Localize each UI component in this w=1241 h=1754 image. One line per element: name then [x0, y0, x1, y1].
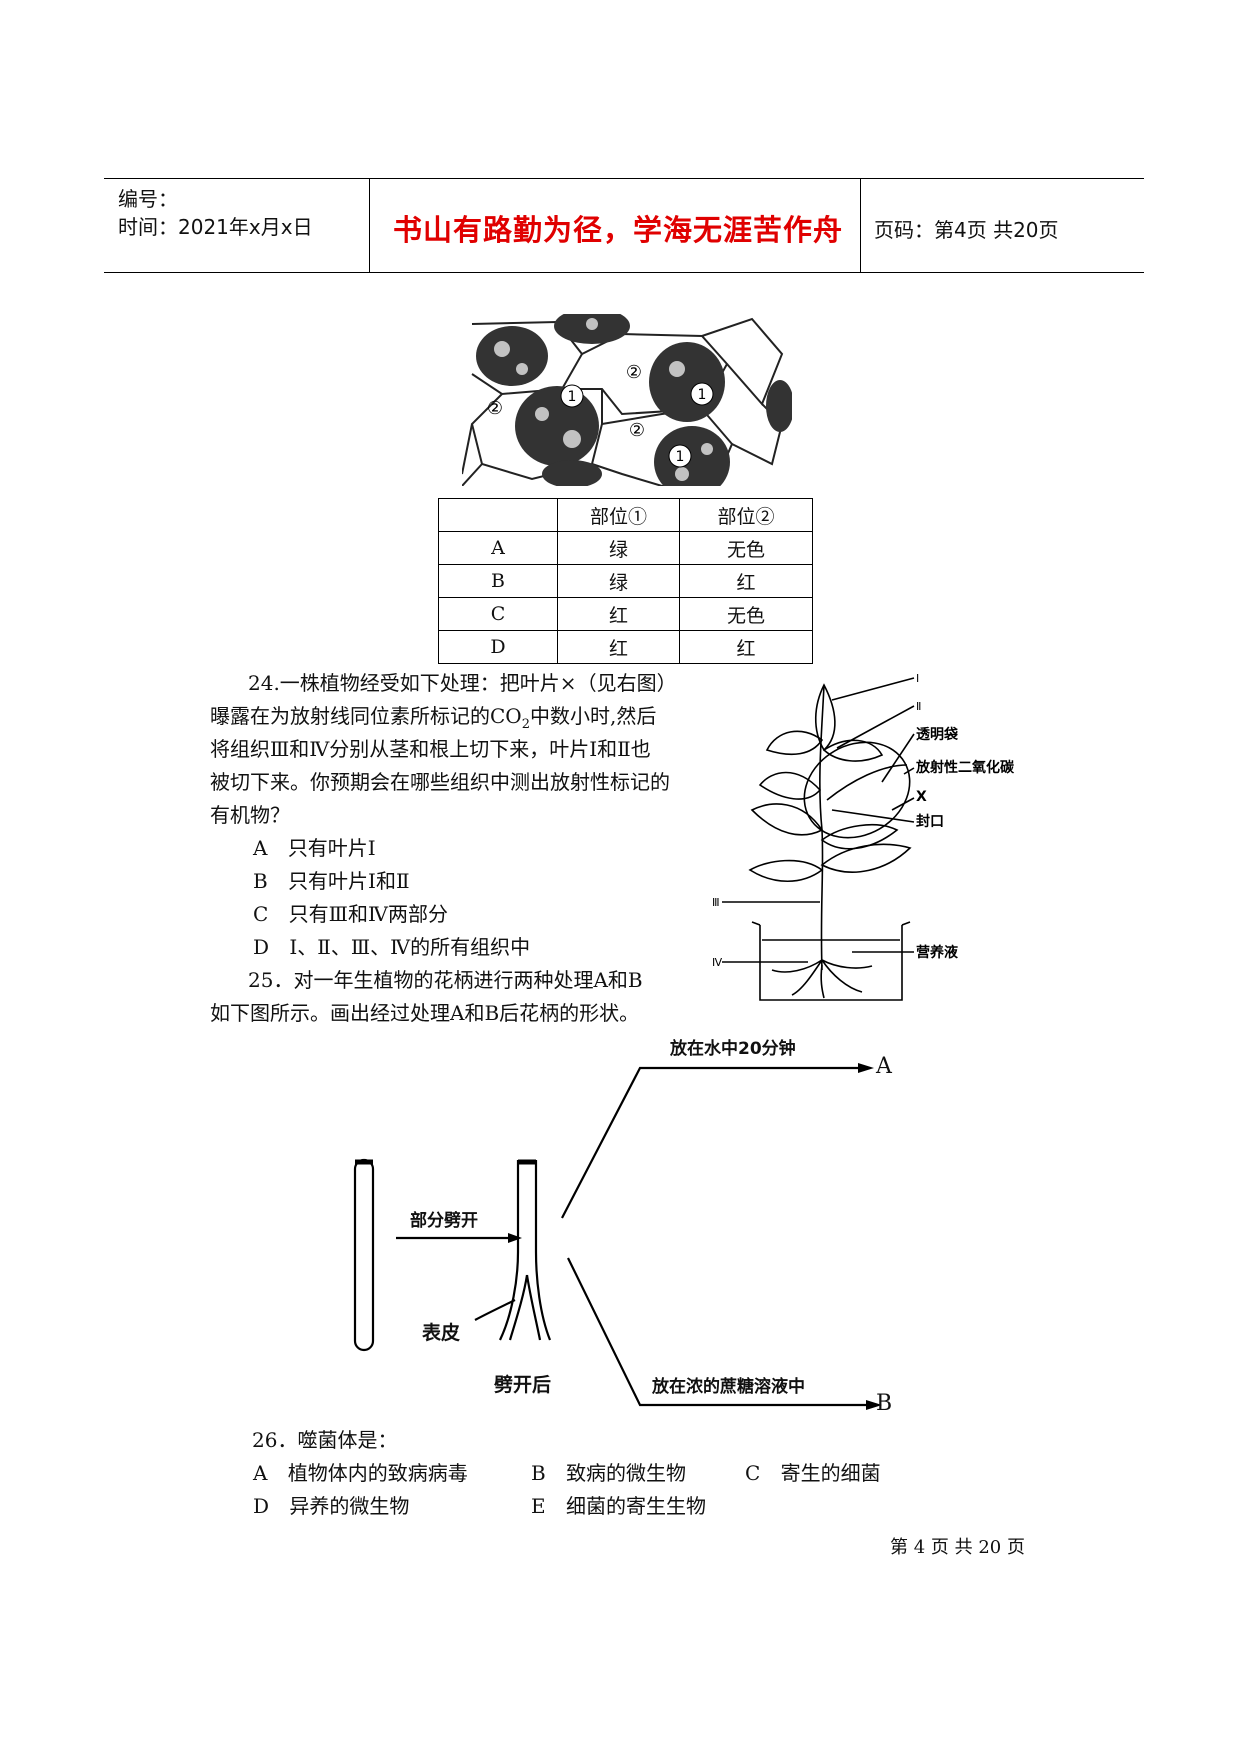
q24-line1: 24.一株植物经受如下处理：把叶片×（见右图）	[248, 671, 677, 695]
q26-option-d: D 异养的微生物	[253, 1490, 409, 1523]
q25-line2: 如下图所示。画出经过处理A和B后花柄的形状。	[210, 1001, 640, 1025]
plant-label-III: Ⅲ	[712, 896, 720, 909]
table-cell: 红	[679, 630, 813, 664]
plant-label-II: Ⅱ	[916, 700, 921, 713]
option-text: 只有Ⅲ和Ⅳ两部分	[288, 902, 448, 926]
table-row: C 红 无色	[438, 597, 813, 631]
q24-line2: 曝露在为放射线同位素所标记的CO2中数小时,然后	[210, 700, 656, 741]
q24-option-b: B 只有叶片Ⅰ和Ⅱ	[253, 865, 410, 898]
option-text: 致病的微生物	[566, 1461, 687, 1485]
option-key: D	[253, 935, 270, 959]
q26-option-c: C 寄生的细菌	[745, 1457, 881, 1490]
table-header-row: 部位① 部位②	[438, 498, 813, 532]
table-cell: D	[438, 630, 558, 664]
stem-label-water: 放在水中20分钟	[670, 1039, 796, 1059]
plant-label-I: Ⅰ	[916, 672, 919, 685]
q24-option-c: C 只有Ⅲ和Ⅳ两部分	[253, 898, 448, 931]
table-header-cell: 部位①	[557, 498, 680, 532]
option-text: 只有叶片Ⅰ	[287, 836, 376, 860]
header-top-rule	[104, 178, 1144, 179]
option-text: 只有叶片Ⅰ和Ⅱ	[288, 869, 410, 893]
q26-option-b: B 致病的微生物	[531, 1457, 686, 1490]
cell-label-2b: ②	[626, 362, 642, 383]
stem-label-split: 部分劈开	[410, 1211, 478, 1231]
header-page-info: 页码：第4页 共20页	[874, 218, 1059, 242]
cell-label-1a: 1	[568, 389, 577, 405]
q26-stem: 26．噬菌体是：	[252, 1428, 398, 1452]
table-header-cell: 部位②	[679, 498, 813, 532]
q24-line5: 有机物？	[210, 803, 290, 827]
table-row: D 红 红	[438, 630, 813, 664]
plant-label-nutrient: 营养液	[916, 944, 959, 961]
table-cell: 红	[557, 630, 680, 664]
option-key: C	[745, 1461, 761, 1485]
option-text: 植物体内的致病病毒	[287, 1461, 468, 1485]
option-key: E	[531, 1494, 546, 1518]
table-cell: 绿	[557, 531, 680, 565]
page-footer: 第 4 页 共 20 页	[890, 1537, 1025, 1558]
option-key: D	[253, 1494, 270, 1518]
table-cell: 无色	[679, 597, 813, 631]
q26-option-e: E 细菌的寄生生物	[531, 1490, 706, 1523]
stem-out-b: B	[876, 1391, 893, 1416]
table-cell: 红	[679, 564, 813, 598]
q24-option-a: A 只有叶片Ⅰ	[253, 832, 376, 865]
header-divider-left	[369, 178, 370, 273]
option-text: 寄生的细菌	[780, 1461, 881, 1485]
answer-table: 部位① 部位② A 绿 无色 B 绿 红 C 红 无色 D 红 红	[438, 498, 813, 664]
table-header-cell	[438, 498, 558, 532]
plant-label-x: X	[916, 789, 927, 805]
cell-label-1b: 1	[698, 387, 707, 403]
table-cell: C	[438, 597, 558, 631]
table-row: A 绿 无色	[438, 531, 813, 565]
option-text: Ⅰ、Ⅱ、Ⅲ、Ⅳ的所有组织中	[289, 935, 531, 959]
table-cell: B	[438, 564, 558, 598]
stem-label-epidermis: 表皮	[422, 1322, 461, 1344]
header-number: 编号：	[118, 187, 178, 211]
option-key: A	[253, 1461, 268, 1485]
table-cell: 绿	[557, 564, 680, 598]
header-date: 时间：2021年x月x日	[118, 215, 313, 239]
option-text: 异养的微生物	[289, 1494, 410, 1518]
q24-option-d: D Ⅰ、Ⅱ、Ⅲ、Ⅳ的所有组织中	[253, 931, 530, 964]
table-cell: A	[438, 531, 558, 565]
header-bottom-rule	[104, 272, 1144, 273]
option-key: C	[253, 902, 269, 926]
plant-figure: Ⅰ Ⅱ Ⅲ Ⅳ 透明袋 放射性二氧化碳 X 封口 营养液	[712, 672, 1015, 1001]
q24-line2-sub: 2	[521, 717, 530, 732]
q24-line2-a: 曝露在为放射线同位素所标记的CO	[210, 704, 522, 728]
cell-label-2a: ②	[487, 398, 503, 419]
header-divider-right	[860, 178, 861, 273]
cell-label-1c: 1	[676, 449, 685, 465]
stem-label-after: 劈开后	[494, 1374, 552, 1396]
plant-label-bag: 透明袋	[916, 726, 959, 743]
option-key: B	[531, 1461, 546, 1485]
cell-label-2c: ②	[629, 420, 645, 441]
stem-figure	[353, 1063, 882, 1410]
table-cell: 无色	[679, 531, 813, 565]
q25-line1: 25．对一年生植物的花柄进行两种处理A和B	[248, 968, 643, 992]
cell-figure: 1 1 1 ② ② ②	[462, 314, 792, 486]
plant-label-IV: Ⅳ	[712, 956, 723, 969]
table-cell: 红	[557, 597, 680, 631]
stem-out-a: A	[876, 1054, 892, 1079]
plant-label-seal: 封口	[916, 813, 944, 830]
header-motto: 书山有路勤为径，学海无涯苦作舟	[393, 213, 844, 247]
q26-option-a: A 植物体内的致病病毒	[253, 1457, 468, 1490]
q24-line4: 被切下来。你预期会在哪些组织中测出放射性标记的	[210, 770, 670, 794]
table-row: B 绿 红	[438, 564, 813, 598]
option-text: 细菌的寄生生物	[565, 1494, 706, 1518]
q24-line3: 将组织Ⅲ和Ⅳ分别从茎和根上切下来，叶片Ⅰ和Ⅱ也	[210, 737, 651, 761]
option-key: A	[253, 836, 268, 860]
q24-line2-b: 中数小时,然后	[529, 704, 657, 728]
option-key: B	[253, 869, 268, 893]
stem-label-sugar: 放在浓的蔗糖溶液中	[652, 1377, 805, 1397]
plant-label-co2: 放射性二氧化碳	[915, 759, 1015, 776]
